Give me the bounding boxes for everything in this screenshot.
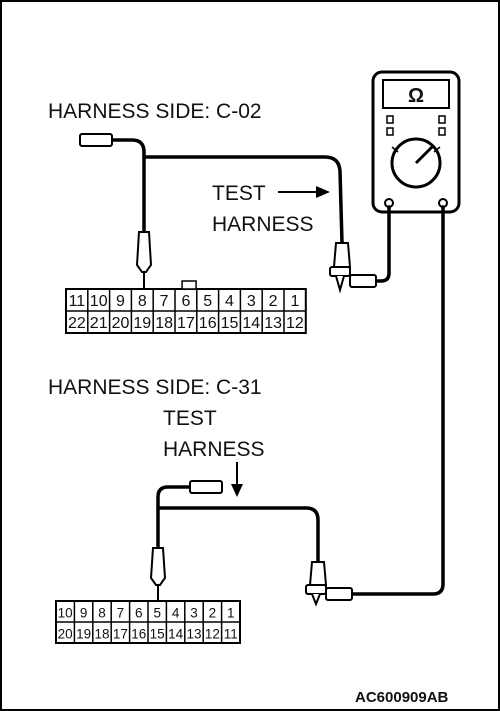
wire-top-harness-probe xyxy=(110,138,146,234)
plug-bottom-icon xyxy=(305,561,353,607)
pin-label: 22 xyxy=(68,315,86,332)
test-harness-bottom-line2: HARNESS xyxy=(163,438,265,461)
pin-label: 12 xyxy=(205,626,220,641)
ohm-symbol: Ω xyxy=(408,85,424,107)
connector-c31-title: HARNESS SIDE: C-31 xyxy=(48,376,262,399)
test-harness-top-line1: TEST xyxy=(212,182,266,205)
pin-label: 14 xyxy=(242,315,260,332)
pin-label: 21 xyxy=(90,315,108,332)
wire-top-harness-lead xyxy=(142,155,344,245)
pin-label: 13 xyxy=(186,626,201,641)
pin-label: 9 xyxy=(116,293,125,310)
pin-label: 11 xyxy=(69,293,86,310)
pin-label: 1 xyxy=(290,293,299,310)
connector-latch xyxy=(181,280,197,290)
figure-code: AC600909AB xyxy=(355,689,449,706)
plug-top-icon xyxy=(329,242,377,294)
pin-label: 20 xyxy=(58,626,73,641)
pin-label: 9 xyxy=(80,605,88,620)
pin-label: 7 xyxy=(117,605,125,620)
pin-label: 7 xyxy=(160,293,169,310)
connector-c02-title: HARNESS SIDE: C-02 xyxy=(48,100,262,123)
pin-label: 10 xyxy=(90,293,108,310)
pin-label: 17 xyxy=(113,626,128,641)
pin-label: 10 xyxy=(58,605,73,620)
pin-label: 5 xyxy=(203,293,212,310)
pin-label: 17 xyxy=(177,315,195,332)
pin-label: 19 xyxy=(133,315,151,332)
pin-label: 11 xyxy=(224,626,238,641)
pin-label: 4 xyxy=(172,605,180,620)
pin-label: 3 xyxy=(247,293,256,310)
pin-label: 2 xyxy=(269,293,278,310)
pin-label: 6 xyxy=(181,293,190,310)
pin-label: 6 xyxy=(135,605,143,620)
pin-label: 4 xyxy=(225,293,234,310)
pin-label: 3 xyxy=(190,605,198,620)
pin-label: 14 xyxy=(168,626,184,641)
pin-label: 8 xyxy=(98,605,106,620)
pin-label: 16 xyxy=(199,315,217,332)
probe-c02-icon xyxy=(79,133,153,289)
arrow-top-icon xyxy=(278,186,330,198)
pin-label: 2 xyxy=(209,605,217,620)
pin-label: 16 xyxy=(131,626,146,641)
wire-meter-lead-right xyxy=(350,205,445,596)
pin-label: 15 xyxy=(150,626,165,641)
pin-label: 13 xyxy=(264,315,282,332)
wires xyxy=(110,138,445,596)
pin-label: 15 xyxy=(221,315,239,332)
probe-c31-icon xyxy=(149,480,223,601)
test-harness-bottom-line1: TEST xyxy=(163,407,217,430)
wire-bottom-harness-probe xyxy=(156,485,192,550)
arrow-bottom-icon xyxy=(231,462,243,497)
pin-label: 18 xyxy=(94,626,109,641)
test-harness-top-line2: HARNESS xyxy=(212,213,314,236)
pin-label: 18 xyxy=(155,315,173,332)
pin-label: 1 xyxy=(227,605,235,620)
wire-meter-lead-left xyxy=(374,205,391,283)
pin-label: 20 xyxy=(112,315,130,332)
pin-label: 12 xyxy=(286,315,304,332)
pin-label: 5 xyxy=(153,605,161,620)
pin-label: 19 xyxy=(76,626,91,641)
multimeter-icon: Ω xyxy=(371,70,461,214)
pin-label: 8 xyxy=(138,293,147,310)
wire-bottom-harness-lead xyxy=(156,506,320,564)
